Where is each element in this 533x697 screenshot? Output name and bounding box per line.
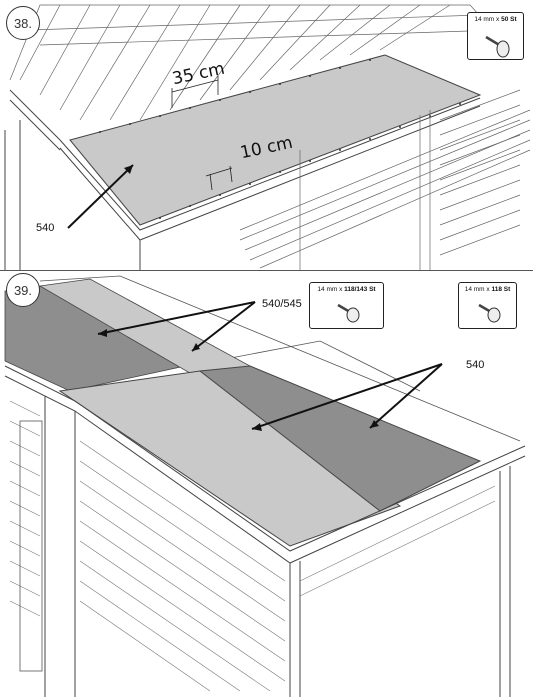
pointer-arrow-icon	[97, 301, 443, 431]
step-38-illustration	[4, 4, 531, 270]
roof-slats-back	[9, 4, 521, 121]
hardware-box-left: 14 mm x 118/143 St	[309, 282, 384, 329]
door-panel	[19, 420, 43, 672]
roofing-nail-icon	[485, 35, 510, 58]
hardware-quantity: 14 mm x 118 St	[464, 286, 511, 293]
nail-row	[99, 59, 461, 219]
step-39-panel: 39. 540/545 540 14 mm x 118/143 St 14 mm…	[0, 271, 533, 697]
step-39-illustration	[4, 275, 526, 697]
hardware-quantity: 14 mm x 50 St	[474, 16, 517, 23]
felt-sheet-light-main	[58, 370, 402, 547]
dimension-10cm-marker	[205, 165, 233, 191]
roof-fascia	[4, 89, 481, 270]
roofing-nail-icon	[478, 303, 501, 323]
pointer-arrow-icon	[67, 164, 134, 229]
felt-sheet-dark-right	[198, 365, 482, 512]
roofing-nail-icon	[337, 303, 360, 323]
step-number: 38.	[13, 15, 33, 31]
part-callout-540: 540	[36, 222, 55, 234]
wall-slats	[9, 400, 496, 692]
step-number-badge: 39.	[6, 273, 40, 307]
wall-slats	[239, 89, 531, 270]
step-38-panel: 38. 35 cm 10 cm 540 14 mm x 50 St	[0, 0, 533, 271]
part-callout-540-545: 540/545	[262, 298, 302, 310]
hardware-quantity: 14 mm x 118/143 St	[317, 286, 376, 293]
part-callout-540: 540	[466, 359, 485, 371]
hardware-box: 14 mm x 50 St	[467, 12, 524, 60]
hardware-box-right: 14 mm x 118 St	[458, 282, 517, 329]
step-number: 39.	[13, 282, 33, 298]
roof-deck-outline	[39, 275, 521, 442]
dimension-35cm-marker	[171, 76, 219, 108]
step-number-badge: 38.	[6, 6, 40, 40]
roof-fascia	[4, 365, 526, 697]
